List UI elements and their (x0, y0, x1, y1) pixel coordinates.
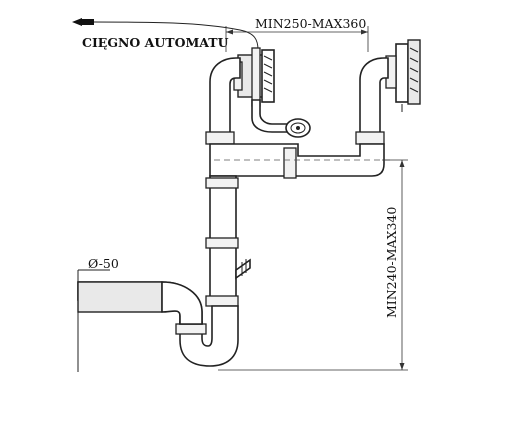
horizontal-connector (209, 143, 394, 179)
diameter-label: Ø-50 (88, 256, 119, 271)
right-inlet-pipe (355, 57, 389, 145)
width-dimension-label: MIN250-MAX360 (255, 16, 366, 31)
cable-assembly: CIĘGNO AUTOMATU (72, 18, 259, 51)
main-vertical-pipe (205, 175, 251, 307)
left-inlet-pipe (205, 57, 241, 145)
right-strainer (385, 39, 421, 112)
cable-arrow-icon (72, 18, 82, 26)
height-dimension-label: MIN240-MAX340 (384, 207, 399, 318)
height-dimension: MIN240-MAX340 (218, 159, 408, 371)
overflow-hose (251, 99, 311, 138)
width-dimension: MIN250-MAX360 (225, 16, 369, 52)
cable-label: CIĘGNO AUTOMATU (82, 35, 229, 50)
outlet-pipe: Ø-50 (77, 256, 203, 372)
